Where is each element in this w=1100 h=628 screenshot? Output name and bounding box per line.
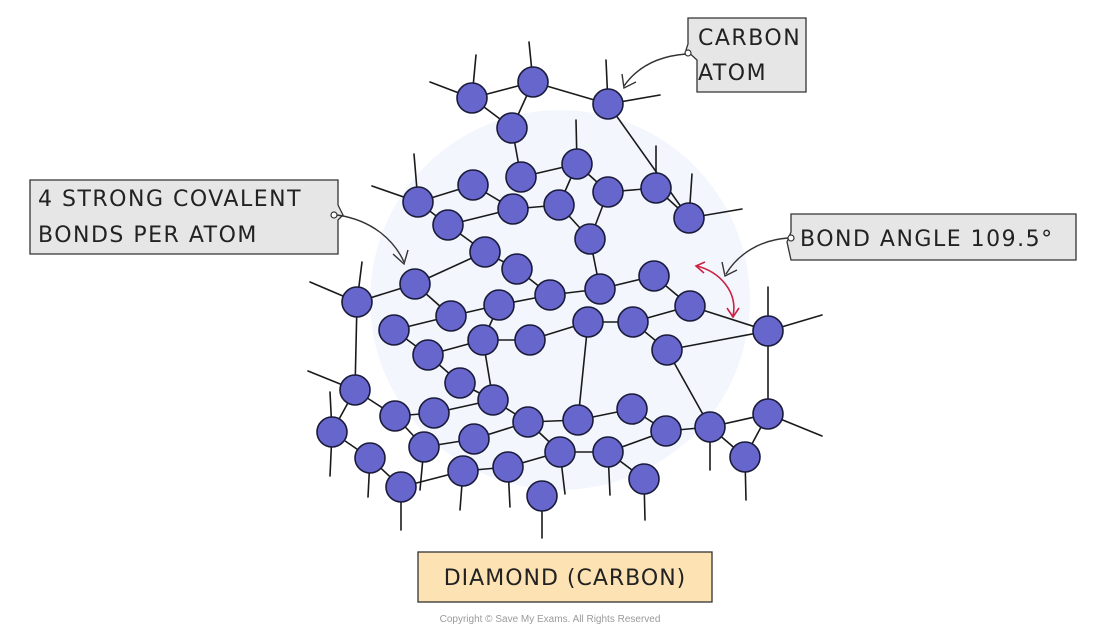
carbon-atom (574, 223, 606, 255)
carbon-atom (457, 169, 489, 201)
carbon-atom (432, 209, 464, 241)
carbon-atom (418, 397, 450, 429)
carbon-atom (752, 398, 784, 430)
carbon-atom (651, 334, 683, 366)
carbon-atom-pointer-arrow (623, 53, 687, 87)
covalent-bond (607, 103, 690, 219)
carbon-atom (572, 306, 604, 338)
carbon-atom (378, 314, 410, 346)
carbon-atom (694, 411, 726, 443)
diagram-title-text: DIAMOND (CARBON) (444, 566, 687, 591)
copyright-text: Copyright © Save My Exams. All Rights Re… (440, 614, 661, 625)
carbon-atom (628, 463, 660, 495)
carbon-atom (456, 82, 488, 114)
carbon-atom (483, 289, 515, 321)
bond-angle-label: BOND ANGLE 109.5° (786, 213, 1077, 261)
carbon-atom (617, 306, 649, 338)
carbon-atom (512, 406, 544, 438)
carbon-atom (544, 436, 576, 468)
carbon-atom-label-line1: CARBON (698, 26, 801, 51)
bond-angle-pointer-arrowhead (721, 261, 738, 278)
carbon-atom (435, 300, 467, 332)
carbon-atom (505, 161, 537, 193)
bond-angle-arc-head-top (694, 261, 706, 274)
carbon-atom (517, 66, 549, 98)
carbon-atom (561, 148, 593, 180)
carbon-atom (673, 202, 705, 234)
carbon-atom (341, 286, 373, 318)
carbon-atom (379, 400, 411, 432)
bond-angle-label-text: BOND ANGLE 109.5° (800, 227, 1054, 252)
carbon-atom (477, 384, 509, 416)
carbon-atom (316, 416, 348, 448)
carbon-atom (458, 423, 490, 455)
carbon-atom (584, 273, 616, 305)
carbon-atom (543, 189, 575, 221)
carbon-atom (412, 339, 444, 371)
carbon-atom (399, 268, 431, 300)
carbon-atom (492, 451, 524, 483)
carbon-atom (534, 279, 566, 311)
covalent-bond (666, 330, 769, 351)
carbon-atom (408, 431, 440, 463)
bonds-pointer-arrow (336, 214, 405, 263)
bond-angle-pointer-arrow (725, 237, 789, 275)
covalent-bond (577, 321, 589, 421)
carbon-atom (496, 112, 528, 144)
carbon-atom (514, 324, 546, 356)
carbon-atom (339, 374, 371, 406)
carbon-atom (638, 260, 670, 292)
carbon-atom (469, 236, 501, 268)
carbon-atom (501, 253, 533, 285)
carbon-atom (402, 186, 434, 218)
carbon-atom (729, 441, 761, 473)
carbon-atom (616, 393, 648, 425)
carbon-atom (640, 172, 672, 204)
carbon-atom (592, 176, 624, 208)
bond-angle-arc-head-bottom (726, 307, 740, 319)
carbon-atom (562, 404, 594, 436)
carbon-atom (467, 324, 499, 356)
carbon-atom (674, 290, 706, 322)
diagram-title: DIAMOND (CARBON) (417, 551, 713, 603)
bonds-per-atom-label: 4 STRONG COVALENT BONDS PER ATOM (29, 179, 344, 255)
carbon-atom (592, 436, 624, 468)
bonds-label-line1: 4 STRONG COVALENT (38, 187, 302, 212)
carbon-atom (650, 415, 682, 447)
carbon-atom (354, 442, 386, 474)
carbon-atom (385, 471, 417, 503)
bonds-pointer-arrowhead (392, 249, 409, 266)
bond-angle-arc (696, 265, 735, 317)
carbon-atom (497, 193, 529, 225)
carbon-atom-label: CARBON ATOM (684, 17, 807, 93)
carbon-atom (592, 88, 624, 120)
carbon-atom (447, 455, 479, 487)
bonds-label-line2: BONDS PER ATOM (38, 223, 258, 248)
carbon-atom (444, 367, 476, 399)
carbon-atom-pointer-arrowhead (621, 73, 637, 90)
carbon-atom-label-line2: ATOM (698, 61, 767, 86)
carbon-atom (526, 480, 558, 512)
carbon-atoms (316, 66, 784, 512)
carbon-atom (752, 315, 784, 347)
